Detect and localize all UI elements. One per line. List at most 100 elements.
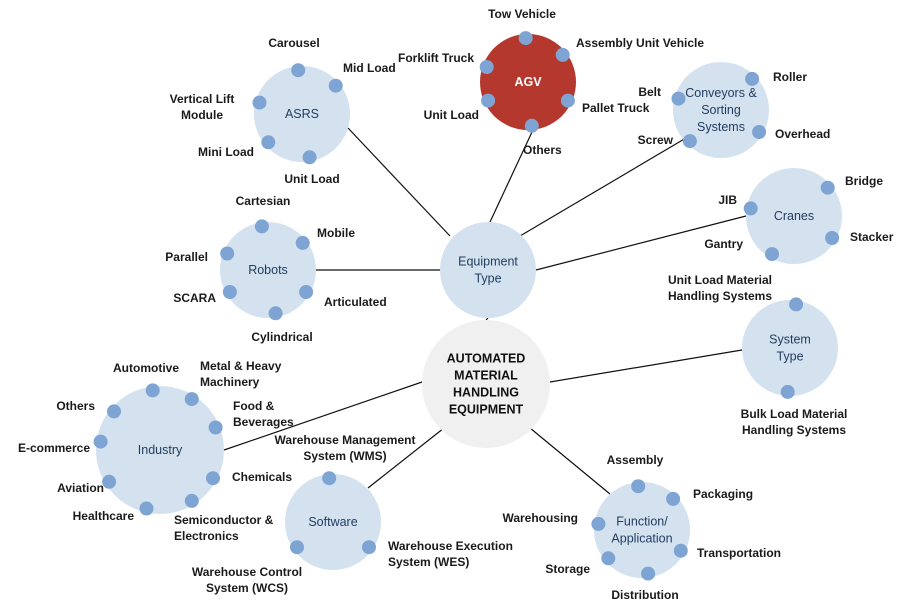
leaf-label: Roller bbox=[773, 70, 807, 84]
leaf-dot bbox=[682, 134, 697, 149]
connector-line bbox=[347, 127, 451, 237]
asrs-label: ASRS bbox=[285, 107, 319, 121]
leaf-dot bbox=[666, 491, 681, 506]
software-label: Software bbox=[308, 515, 357, 529]
leaf-dot bbox=[479, 60, 494, 74]
leaf-label: Healthcare bbox=[73, 509, 135, 523]
leaf-label: Pallet Truck bbox=[582, 101, 650, 115]
leaf-label: Mobile bbox=[317, 226, 355, 240]
leaf-label: Packaging bbox=[693, 487, 753, 501]
connector-line bbox=[519, 137, 687, 237]
industry-label: Industry bbox=[138, 443, 183, 457]
connector-line bbox=[367, 427, 445, 489]
leaf-label: Storage bbox=[545, 562, 590, 576]
leaf-label: Distribution bbox=[611, 588, 678, 602]
leaf-label: Cartesian bbox=[236, 194, 291, 208]
leaf-dot bbox=[102, 474, 117, 489]
asrs-circle bbox=[254, 66, 350, 162]
hub-circles bbox=[96, 34, 842, 578]
leaf-label: Others bbox=[523, 143, 562, 157]
main-circle bbox=[422, 320, 550, 448]
leaf-label: Chemicals bbox=[232, 470, 292, 484]
leaf-label: Parallel bbox=[165, 250, 208, 264]
leaf-label: Overhead bbox=[775, 127, 830, 141]
leaf-dot bbox=[184, 392, 199, 407]
leaf-label: Aviation bbox=[57, 481, 104, 495]
leaf-dot bbox=[291, 63, 306, 78]
leaf-dot bbox=[222, 285, 237, 299]
leaf-dot bbox=[139, 501, 154, 516]
leaf-label: Food &Beverages bbox=[233, 399, 294, 429]
leaf-label: Unit Load bbox=[284, 172, 339, 186]
leaf-dot bbox=[145, 383, 160, 398]
leaf-label: Unit Load bbox=[424, 108, 479, 122]
leaf-label: Assembly Unit Vehicle bbox=[576, 36, 704, 50]
connector-line bbox=[549, 349, 743, 383]
leaf-label: Mini Load bbox=[198, 145, 254, 159]
connector-line bbox=[529, 427, 611, 495]
leaf-dot bbox=[290, 540, 304, 555]
leaf-dot bbox=[641, 566, 656, 581]
leaf-label: Gantry bbox=[704, 237, 743, 251]
leaf-dot bbox=[560, 93, 575, 108]
leaf-label: Cylindrical bbox=[251, 330, 312, 344]
leaf-dot bbox=[299, 285, 314, 299]
leaf-dot bbox=[789, 297, 804, 312]
leaf-label: Warehousing bbox=[502, 511, 578, 525]
cranes-label: Cranes bbox=[774, 209, 814, 223]
leaf-label: Mid Load bbox=[343, 61, 396, 75]
leaf-dot bbox=[254, 219, 269, 234]
connector-line bbox=[223, 381, 423, 451]
agv-circle bbox=[480, 34, 576, 130]
leaf-label: Articulated bbox=[324, 295, 387, 309]
leaf-dot bbox=[302, 150, 317, 165]
robots-label: Robots bbox=[248, 263, 288, 277]
connector-line bbox=[489, 131, 533, 223]
leaf-dot bbox=[524, 118, 539, 133]
leaf-dot bbox=[295, 235, 310, 250]
leaf-dot bbox=[820, 180, 835, 195]
equipment-type-circle bbox=[440, 222, 536, 318]
leaf-label: Forklift Truck bbox=[398, 51, 474, 65]
leaf-label: SCARA bbox=[173, 291, 216, 305]
leaf-dot bbox=[518, 31, 533, 46]
software-circle bbox=[285, 474, 381, 570]
robots-circle bbox=[220, 222, 316, 318]
leaf-label: JIB bbox=[718, 193, 737, 207]
function-label: Function/Application bbox=[611, 515, 672, 546]
industry-circle bbox=[96, 386, 224, 514]
leaf-dot bbox=[671, 91, 686, 106]
connector-line bbox=[485, 317, 489, 321]
leaf-dot bbox=[206, 471, 220, 486]
leaf-dot bbox=[752, 125, 767, 139]
leaf-dot bbox=[825, 231, 840, 245]
leaf-dot bbox=[261, 135, 276, 150]
leaf-label: Stacker bbox=[850, 230, 894, 244]
leaf-dot bbox=[780, 384, 795, 399]
leaf-dot bbox=[745, 71, 760, 86]
connector-lines bbox=[223, 127, 747, 495]
leaf-label: Semiconductor &Electronics bbox=[174, 513, 274, 543]
leaf-label: Tow Vehicle bbox=[488, 7, 556, 21]
leaf-dot bbox=[220, 246, 235, 261]
system-type-circle bbox=[742, 300, 838, 396]
leaf-dot bbox=[107, 404, 121, 419]
leaf-label: Assembly bbox=[607, 453, 664, 467]
function-circle bbox=[594, 482, 690, 578]
leaf-label: Transportation bbox=[697, 546, 781, 560]
leaf-label: Belt bbox=[638, 85, 661, 99]
leaf-dot bbox=[208, 420, 223, 435]
leaf-label: Automotive bbox=[113, 361, 179, 375]
leaf-dot bbox=[481, 93, 496, 108]
